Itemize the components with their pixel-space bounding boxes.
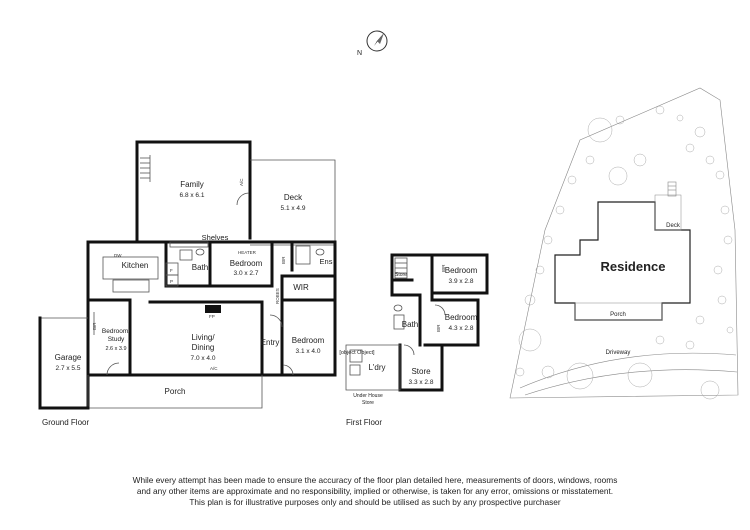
label-fp: FP bbox=[209, 314, 215, 319]
room-family-size: 6.8 x 6.1 bbox=[180, 192, 205, 199]
label-robes: ROBES bbox=[275, 288, 280, 304]
label-p: P bbox=[170, 279, 173, 284]
room-living-size: 7.0 x 4.0 bbox=[191, 355, 216, 362]
room-living-name: Living/ bbox=[191, 333, 215, 342]
ff-store-small-name: Store bbox=[395, 272, 407, 278]
ff-label-bir-1: BIR bbox=[441, 264, 446, 272]
first-floor-labels: Bedroom 3.9 x 2.8 Bedroom 4.3 x 2.8 Bath… bbox=[339, 264, 477, 427]
room-bedroom2-size: 3.1 x 4.0 bbox=[296, 348, 321, 355]
room-kitchen-name: Kitchen bbox=[122, 261, 149, 270]
ff-store-size: 3.3 x 2.8 bbox=[409, 379, 434, 386]
label-ac-family: A/C bbox=[239, 178, 244, 186]
ff-bedroom1-name: Bedroom bbox=[445, 266, 478, 275]
disclaimer-text: While every attempt has been made to ens… bbox=[120, 475, 630, 508]
room-bedroom1-size: 3.0 x 2.7 bbox=[234, 270, 259, 277]
room-living-name2: Dining bbox=[192, 343, 215, 352]
ground-floor-labels: Family 6.8 x 6.1 Deck 5.1 x 4.9 Shelves … bbox=[42, 178, 333, 427]
room-garage-name: Garage bbox=[55, 353, 82, 362]
ff-bedroom1-size: 3.9 x 2.8 bbox=[449, 278, 474, 285]
room-bath-name: Bath bbox=[192, 263, 208, 272]
label-ac-living: A/C bbox=[210, 366, 218, 371]
site-trees-icon bbox=[515, 105, 734, 400]
label-heater: HEATER bbox=[238, 250, 257, 255]
room-bedroom-study-size: 2.6 x 3.9 bbox=[105, 346, 126, 352]
room-bedroom2-name: Bedroom bbox=[292, 336, 325, 345]
site-porch-label: Porch bbox=[610, 312, 626, 318]
ff-under-house-line1: Under House bbox=[353, 393, 383, 399]
room-family-name: Family bbox=[180, 180, 204, 189]
label-dw: DW bbox=[114, 253, 122, 258]
compass-north-label: N bbox=[357, 50, 362, 57]
ground-floor-caption: Ground Floor bbox=[42, 418, 89, 427]
site-driveway-label: Driveway bbox=[606, 350, 631, 356]
room-garage-size: 2.7 x 5.5 bbox=[56, 365, 81, 372]
ff-label-bir-2: BIR bbox=[436, 324, 441, 332]
first-floor-plan bbox=[345, 253, 489, 392]
ff-wm-label: [object Object] bbox=[339, 350, 375, 356]
room-entry-name: Entry bbox=[261, 338, 280, 347]
site-residence-label: Residence bbox=[600, 259, 665, 274]
site-plan: Residence Deck Porch Driveway bbox=[509, 87, 739, 400]
ff-bath-name: Bath bbox=[402, 320, 418, 329]
room-shelves-name: Shelves bbox=[202, 233, 229, 242]
ff-under-house-line2: Store bbox=[362, 400, 374, 406]
room-wir-name: WIR bbox=[293, 283, 309, 292]
ground-floor-plan bbox=[38, 140, 337, 410]
room-bedroom-study-name: Bedroom/ bbox=[102, 328, 130, 335]
room-deck-size: 5.1 x 4.9 bbox=[281, 205, 306, 212]
disclaimer-line-2: and any other items are approximate and … bbox=[136, 486, 614, 496]
ff-bedroom2-size: 4.3 x 2.8 bbox=[449, 325, 474, 332]
disclaimer-line-1: While every attempt has been made to ens… bbox=[132, 475, 618, 485]
label-bir-bedroom1: BIR bbox=[281, 256, 286, 264]
room-porch-name: Porch bbox=[165, 387, 186, 396]
site-deck-label: Deck bbox=[666, 223, 681, 229]
label-f: F bbox=[170, 268, 173, 273]
north-compass-icon: N bbox=[357, 30, 388, 57]
ff-store-name: Store bbox=[411, 367, 431, 376]
room-bedroom-study-name2: Study bbox=[108, 336, 125, 343]
ff-bedroom2-name: Bedroom bbox=[445, 313, 478, 322]
disclaimer-line-3: This plan is for illustrative purposes o… bbox=[189, 497, 561, 507]
room-ens-name: Ens bbox=[320, 257, 333, 266]
label-bir-study: BIR bbox=[92, 322, 97, 330]
room-bedroom1-name: Bedroom bbox=[230, 259, 263, 268]
first-floor-caption: First Floor bbox=[346, 418, 382, 427]
ff-ldry-name: L'dry bbox=[368, 363, 385, 372]
room-deck-name: Deck bbox=[284, 193, 303, 202]
